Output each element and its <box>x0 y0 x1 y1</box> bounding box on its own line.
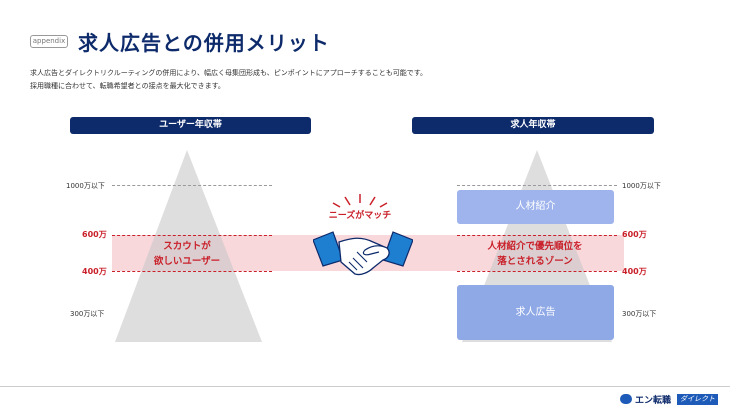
label-400-left: 400万 <box>82 267 107 276</box>
needs-match-label: ニーズがマッチ <box>328 211 392 221</box>
brand-logo-sub: ダイレクト <box>677 394 718 405</box>
page-title: 求人広告との併用メリット <box>78 31 330 55</box>
deprioritized-line1: 人材紹介で優先順位を <box>487 241 583 252</box>
line-400-right <box>457 271 617 272</box>
label-1000-left: 1000万以下 <box>66 182 105 190</box>
brand-logo-mark-icon <box>620 394 632 404</box>
label-300-left: 300万以下 <box>70 310 105 318</box>
scout-target-text: スカウトが 欲しいユーザー <box>137 239 237 269</box>
label-600-right: 600万 <box>622 230 647 239</box>
brand-logo-main: エン転職 <box>635 396 672 406</box>
label-1000-right: 1000万以下 <box>622 182 661 190</box>
scout-target-line1: スカウトが <box>163 241 211 252</box>
label-400-right: 400万 <box>622 267 647 276</box>
line-600-right <box>457 235 617 236</box>
deprioritized-zone-text: 人材紹介で優先順位を 落とされるゾーン <box>465 239 605 269</box>
scout-target-line2: 欲しいユーザー <box>153 256 221 267</box>
user-pyramid <box>115 150 262 342</box>
label-600-left: 600万 <box>82 230 107 239</box>
appendix-tag: appendix <box>30 35 68 48</box>
job-salary-header: 求人年収帯 <box>412 117 654 134</box>
handshake-icon <box>313 231 413 276</box>
lead-text-line-1: 求人広告とダイレクトリクルーティングの併用により、幅広く母集団形成も、ピンポイン… <box>30 69 428 77</box>
spark-lines-icon <box>332 194 388 208</box>
line-1000-right <box>457 185 617 186</box>
agency-box: 人材紹介 <box>457 190 614 224</box>
line-600-left <box>112 235 272 236</box>
job-ad-box: 求人広告 <box>457 285 614 340</box>
line-1000-left <box>112 185 272 186</box>
lead-text-line-2: 採用職種に合わせて、転職希望者との接点を最大化できます。 <box>30 82 225 90</box>
user-salary-header: ユーザー年収帯 <box>70 117 311 134</box>
deprioritized-line2: 落とされるゾーン <box>497 256 573 267</box>
label-300-right: 300万以下 <box>622 310 657 318</box>
line-400-left <box>112 271 272 272</box>
footer-divider <box>0 386 730 387</box>
